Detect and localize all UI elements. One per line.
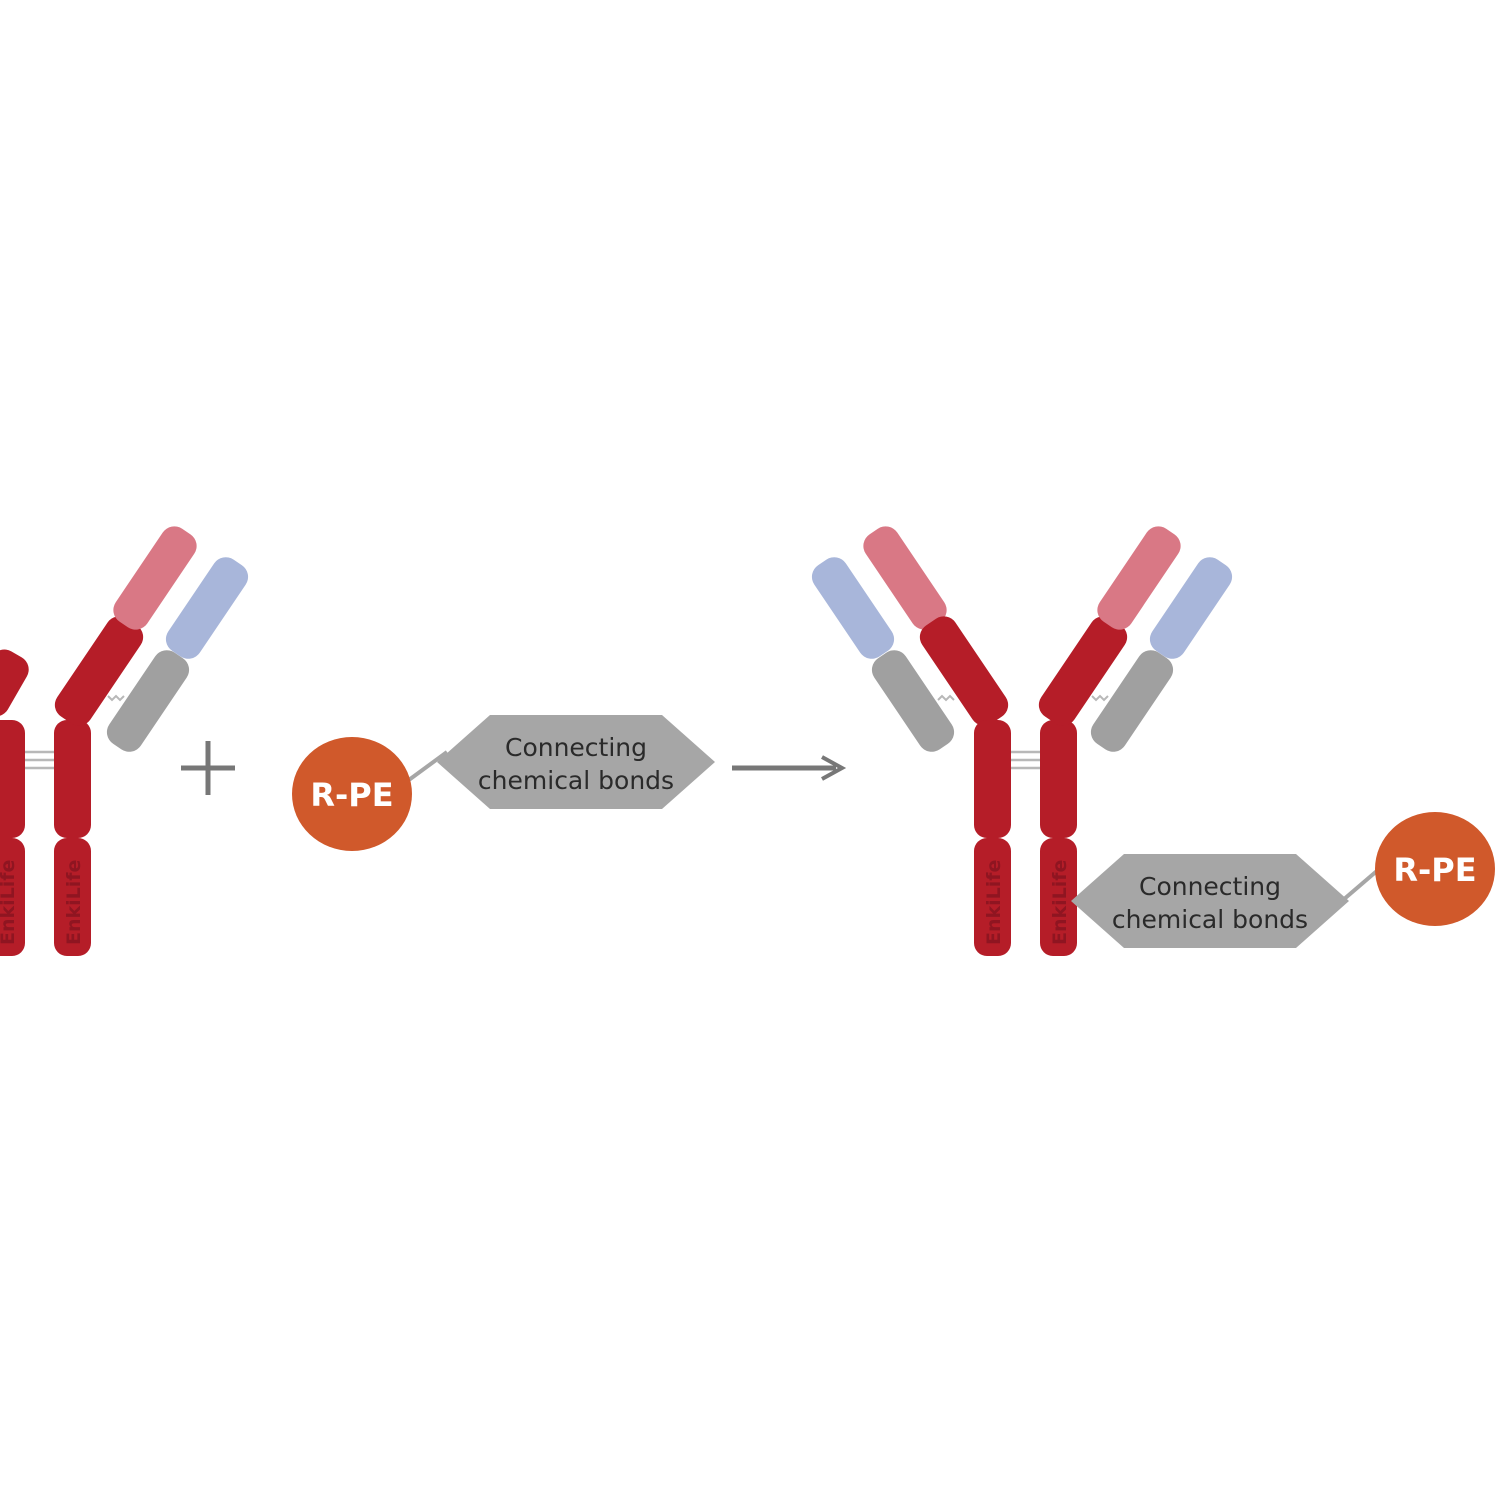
heavy-chain-left-stem-lower	[0, 838, 25, 956]
heavy-chain-right-stem-upper	[1040, 720, 1077, 838]
heavy-chain-left-arm	[919, 616, 1009, 726]
heavy-chain-right-stem-lower	[1040, 838, 1077, 956]
interchain-bond	[107, 694, 125, 702]
interchain-bond-right	[1091, 694, 1109, 702]
heavy-chain-left-stem-lower	[974, 838, 1011, 956]
right-arrow-icon	[732, 755, 847, 781]
watermark-left-stem: EnkiLife	[0, 860, 19, 945]
heavy-chain-variable	[113, 526, 197, 630]
hinge-disulfide	[22, 750, 56, 770]
linker-label-line-2: chemical bonds	[1112, 905, 1308, 934]
rpe-dye-label: R-PE	[310, 776, 393, 814]
light-chain-variable	[165, 557, 249, 659]
linker-label-line-1: Connecting	[505, 733, 647, 762]
watermark-left-stem: EnkiLife	[983, 860, 1005, 945]
heavy-chain-right-arm	[1038, 616, 1128, 726]
light-chain-variable-right	[1149, 557, 1233, 659]
interchain-bond-left	[937, 694, 955, 702]
rpe-dye-circle	[1375, 812, 1495, 926]
left-conjugate: Connecting chemical bonds R-PE	[292, 715, 715, 851]
linker-label-line-2: chemical bonds	[478, 766, 674, 795]
light-chain-constant	[106, 650, 190, 752]
light-chain-constant-right	[1090, 650, 1174, 752]
watermark-right-stem: EnkiLife	[63, 860, 85, 945]
heavy-chain-left-arm	[0, 649, 29, 717]
light-chain-variable-left	[811, 557, 895, 659]
plus-icon	[181, 741, 235, 795]
hinge-disulfide	[1008, 750, 1042, 770]
heavy-chain-right-arm	[54, 616, 144, 726]
linker-hexagon	[1071, 854, 1349, 948]
rpe-dye-circle	[292, 737, 412, 851]
heavy-chain-variable-left	[863, 526, 947, 630]
linker-hexagon	[437, 715, 715, 809]
watermark-right-stem: EnkiLife	[1049, 860, 1071, 945]
heavy-chain-right-stem-lower	[54, 838, 91, 956]
light-chain-constant-left	[871, 650, 955, 752]
heavy-chain-left-stem-upper	[974, 720, 1011, 838]
product-conjugate: Connecting chemical bonds R-PE	[1071, 812, 1495, 948]
linker-label-line-1: Connecting	[1139, 872, 1281, 901]
heavy-chain-right-stem-upper	[54, 720, 91, 838]
product-antibody: EnkiLife EnkiLife	[811, 526, 1233, 956]
rpe-dye-label: R-PE	[1393, 851, 1476, 889]
heavy-chain-variable-right	[1097, 526, 1181, 630]
heavy-chain-left-stem-upper	[0, 720, 25, 838]
left-antibody: EnkiLife EnkiLife	[0, 526, 249, 956]
